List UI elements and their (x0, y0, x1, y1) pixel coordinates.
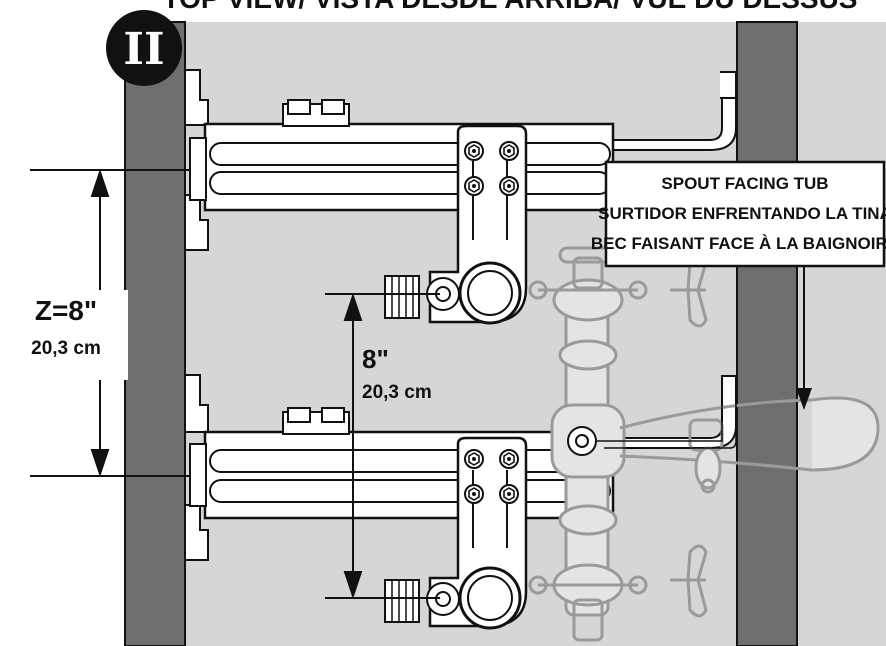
step-badge (106, 10, 182, 86)
z-dimension (30, 168, 190, 478)
z-dimension-label: Z=8" (35, 295, 97, 326)
inner-label-backdrop (356, 336, 456, 408)
callout-line-3: BEC FAISANT FACE À LA BAIGNOIRE (591, 234, 886, 253)
ghost-faucet-fixture (528, 246, 880, 642)
left-stud (124, 21, 186, 646)
callout-arrow (796, 266, 812, 410)
callout-line-1: SPOUT FACING TUB (661, 174, 828, 193)
inner-dimension (325, 292, 440, 600)
callout-box (604, 160, 886, 268)
callout-line-2: SURTIDOR ENFRENTANDO LA TINA (598, 204, 886, 223)
step-badge-label: II (123, 24, 164, 75)
diverter-cartridge (567, 375, 737, 456)
lower-valve-body (384, 436, 528, 630)
header-title: TOP VIEW/ VISTA DESDE ARRIBA/ VUE DU DES… (163, 0, 858, 14)
upper-valve-body (384, 124, 528, 325)
z-dimension-metric: 20,3 cm (31, 338, 101, 359)
z-label-backdrop (22, 290, 128, 380)
inner-dimension-metric: 20,3 cm (362, 382, 432, 403)
inner-dimension-label: 8" (362, 344, 389, 374)
right-stud (736, 21, 798, 646)
